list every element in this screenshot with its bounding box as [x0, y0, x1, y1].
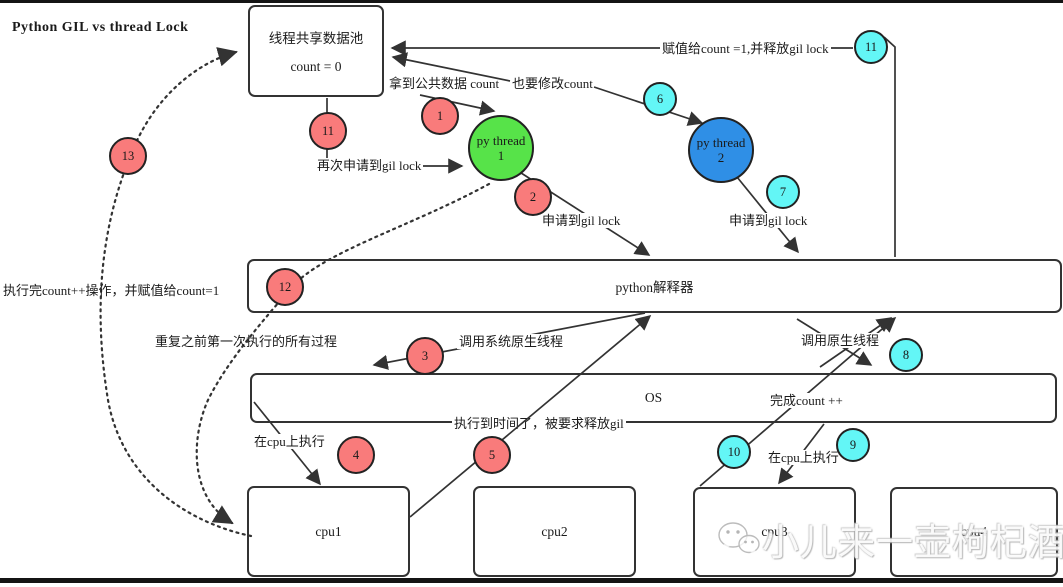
step-badge-3: 3 — [406, 337, 444, 375]
cpu1-box: cpu1 — [247, 486, 410, 577]
step-badge-6: 6 — [643, 82, 677, 116]
thread2-label: py thread — [696, 135, 746, 150]
wechat-icon — [718, 522, 760, 556]
watermark-text: 小儿来一壶枸杞酒泡茶 — [762, 523, 1063, 564]
step-badge-11-cyan: 11 — [854, 30, 888, 64]
dotted-cpu1-to-pool — [99, 47, 253, 538]
label-reacquire-gil: 再次申请到gil lock — [315, 158, 424, 173]
step-badge-12: 12 — [266, 268, 304, 306]
top-border — [0, 0, 1063, 3]
label-finish-count: 完成count ++ — [768, 393, 845, 408]
cpu4-box: cpu4 — [890, 487, 1058, 577]
pool-title: 线程共享数据池 — [268, 31, 364, 46]
shared-data-pool-box: 线程共享数据池 count = 0 — [248, 5, 384, 97]
label-time-up-release-gil: 执行到时间了，被要求释放gil — [452, 416, 626, 431]
arrow-cpu1-time-up-to-interpreter — [409, 315, 652, 518]
step-badge-8: 8 — [889, 338, 923, 372]
step-badge-13: 13 — [109, 137, 147, 175]
pool-count-value: count = 0 — [290, 59, 342, 74]
step-badge-1: 1 — [421, 97, 459, 135]
bottom-border — [0, 578, 1063, 583]
dotted-thread1-repeat-to-cpu1 — [195, 182, 491, 525]
step-badge-9: 9 — [836, 428, 870, 462]
watermark: 小儿来一壶枸杞酒泡茶 — [716, 512, 1063, 566]
label-repeat-process: 重复之前第一次执行的所有过程 — [155, 334, 338, 349]
line-badge11-down-to-interpreter — [883, 36, 896, 257]
step-badge-4: 4 — [337, 436, 375, 474]
step-badge-5: 5 — [473, 436, 511, 474]
label-run-on-cpu-right: 在cpu上执行 — [766, 450, 841, 465]
label-assign-release-gil: 赋值给count =1,并释放gil lock — [660, 41, 831, 56]
label-call-sys-native-thread: 调用系统原生线程 — [457, 334, 566, 349]
label-acquire-gil-left: 申请到gil lock — [540, 213, 623, 228]
label-acquire-gil-right: 申请到gil lock — [727, 213, 810, 228]
thread2-number: 2 — [717, 150, 725, 165]
step-badge-11-red: 11 — [309, 112, 347, 150]
py-thread-2-circle: py thread 2 — [688, 117, 754, 183]
label-done-count-assign: 执行完count++操作，并赋值给count=1 — [3, 283, 220, 298]
step-badge-7: 7 — [766, 175, 800, 209]
step-badge-2: 2 — [514, 178, 552, 216]
thread1-number: 1 — [497, 148, 505, 163]
os-box: OS — [250, 373, 1057, 423]
label-take-shared-data: 拿到公共数据 count — [389, 76, 500, 91]
page-title: Python GIL vs thread Lock — [12, 20, 189, 35]
python-interpreter-box: python解释器 — [247, 259, 1062, 313]
py-thread-1-circle: py thread 1 — [468, 115, 534, 181]
label-run-on-cpu-left: 在cpu上执行 — [252, 434, 327, 449]
label-call-native-thread: 调用原生线程 — [799, 333, 882, 348]
cpu2-box: cpu2 — [473, 486, 636, 577]
cpu3-box: cpu3 — [693, 487, 856, 577]
step-badge-10: 10 — [717, 435, 751, 469]
label-also-modify-count: 也要修改count — [512, 76, 593, 91]
arrow-modify-to-pool — [391, 52, 511, 82]
thread1-label: py thread — [476, 133, 526, 148]
